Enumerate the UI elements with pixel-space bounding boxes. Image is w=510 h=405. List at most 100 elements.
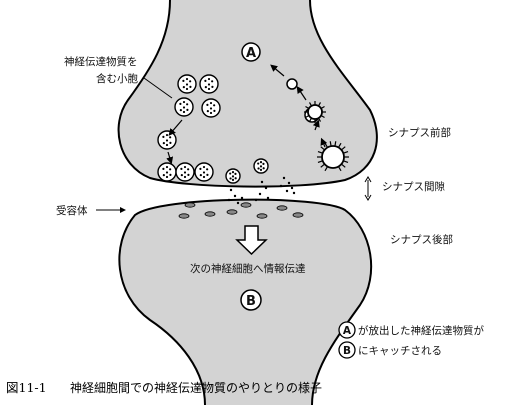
released-transmitter-dot (254, 198, 258, 202)
coat-spike (337, 142, 342, 148)
transmitter-dot (169, 173, 172, 176)
released-transmitter-dot (258, 192, 262, 196)
transmission-arrow (235, 225, 268, 256)
receptor-group (178, 202, 304, 219)
transmitter-dot (187, 173, 190, 176)
receptor (204, 211, 216, 217)
coat-spike (329, 141, 332, 147)
receptor (226, 209, 238, 215)
marker-b-text: B (246, 294, 256, 309)
receptor (256, 213, 268, 219)
coated-vesicle-body (307, 104, 323, 120)
transmitter-dot (169, 141, 172, 144)
postsynaptic-label: シナプス後部 (390, 233, 453, 246)
transmitter-dot (234, 172, 237, 175)
coat-spike (337, 166, 342, 172)
released-transmitter-dot (264, 186, 268, 190)
transmitter-dot (165, 143, 169, 147)
released-transmitter-dot (266, 196, 270, 200)
recycle-vesicle-small (286, 78, 298, 90)
transmitter-dot (262, 167, 265, 170)
transmitter-dot (180, 167, 183, 170)
transmitter-dot (183, 165, 187, 169)
transmitter-dot (182, 106, 186, 109)
transmitter-dot (229, 172, 232, 175)
transmitter-dot (207, 77, 211, 81)
coat-spike (317, 117, 322, 122)
transmitter-dot (229, 177, 232, 180)
released-transmitter-dot (233, 194, 237, 198)
coat-spike (317, 150, 323, 154)
transmitter-dot (259, 165, 263, 168)
transmitter-dot (199, 174, 202, 177)
transmitter-dot (202, 165, 206, 169)
transmitter-dot (204, 86, 207, 89)
coat-spike (334, 141, 337, 147)
transmitter-dot (165, 171, 169, 174)
transmitter-dot (259, 161, 263, 164)
coat-spike (324, 166, 329, 172)
transmitter-dot (186, 103, 189, 106)
legend-line-a: が放出した神経伝達物質が (358, 324, 484, 337)
coat-spike (308, 102, 313, 107)
transmitter-dot (231, 178, 235, 181)
transmitter-dot (187, 168, 190, 171)
released-transmitter-dot (287, 181, 291, 185)
transmitter-dot (234, 177, 237, 180)
endocytosis-pit (317, 141, 349, 172)
marker-a-text: A (246, 46, 256, 61)
legend-marker-a-text: A (343, 325, 352, 337)
transmitter-dot (186, 108, 189, 111)
released-transmitter-dot (227, 198, 231, 202)
recycling-arrows (166, 64, 328, 165)
transmitter-dot (183, 171, 187, 174)
coat-spike (324, 142, 329, 148)
transmitter-dot (199, 167, 202, 170)
transmitter-dot (262, 162, 265, 165)
transmission-label: 次の神経細胞へ情報伝達 (190, 262, 306, 275)
transmitter-dot (162, 135, 165, 138)
cleft-arrow-heads (364, 176, 372, 201)
released-transmitter-dot (290, 186, 294, 190)
transmitter-dot (165, 133, 169, 137)
transmitter-dot (213, 109, 216, 112)
transmitter-dot (182, 79, 185, 82)
transmitter-dot (259, 168, 263, 171)
transmitter-dot (207, 83, 211, 86)
released-transmitter-dot (282, 176, 286, 180)
transmitter-dot (206, 110, 209, 113)
presynaptic-terminal (117, 0, 378, 188)
coat-spike (317, 102, 322, 107)
transmitter-dot (209, 107, 213, 110)
released-transmitter-dot (229, 188, 233, 192)
transmitter-dot (185, 83, 189, 86)
transmitter-dot (189, 85, 192, 88)
receptor (240, 202, 252, 208)
coat-spike (308, 117, 313, 122)
transmitter-dot (206, 173, 209, 176)
transmitter-dot (165, 165, 169, 169)
coat-spike (343, 160, 349, 164)
transmitter-dot (257, 162, 260, 165)
transmitter-dot (213, 104, 216, 107)
coat-spike (320, 163, 325, 168)
transmitter-dot (231, 175, 235, 178)
transmitter-dot (179, 109, 182, 112)
released-transmitter-dot (240, 196, 244, 200)
transmitter-dot (162, 167, 165, 170)
coat-spike (320, 146, 325, 151)
coat-spike (343, 150, 349, 154)
transmitter-dot (211, 85, 214, 88)
marker-b-circle (240, 289, 262, 311)
transmitter-dot (202, 171, 206, 174)
transmitter-dot (182, 110, 186, 114)
transmitter-dot (169, 136, 172, 139)
coat-spike (317, 160, 323, 164)
legend-marker-b-circle (338, 341, 356, 359)
transmitter-dot (165, 139, 169, 142)
receptor (276, 205, 288, 211)
coat-spike (320, 105, 325, 110)
transmitter-dot (165, 175, 169, 179)
vesicle-label-line1: 神経伝達物質を (64, 55, 138, 68)
